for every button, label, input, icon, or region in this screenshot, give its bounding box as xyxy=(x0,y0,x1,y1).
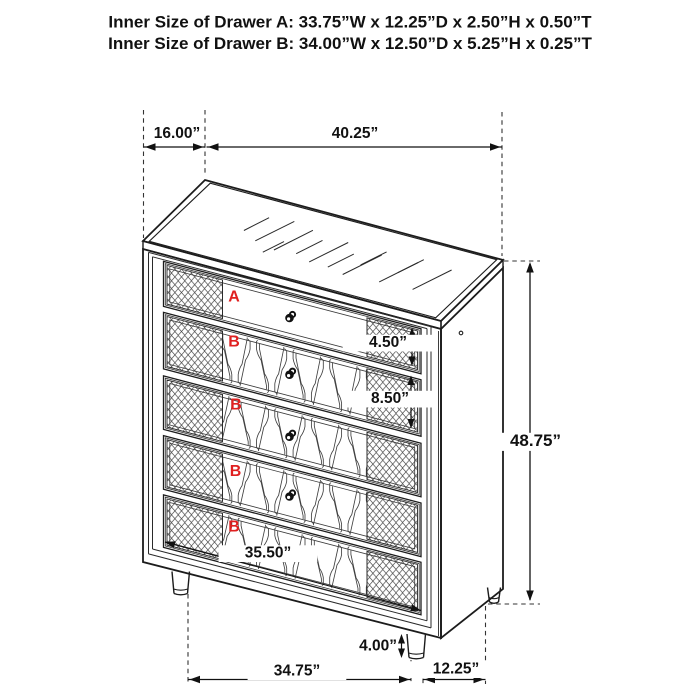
svg-text:A: A xyxy=(228,289,240,306)
svg-text:48.75”: 48.75” xyxy=(510,431,561,450)
svg-text:Inner Size of Drawer B: 34.00”: Inner Size of Drawer B: 34.00”W x 12.50”… xyxy=(108,34,592,53)
svg-text:8.50”: 8.50” xyxy=(371,390,409,407)
svg-text:4.50”: 4.50” xyxy=(369,334,407,351)
svg-text:B: B xyxy=(228,334,240,351)
svg-text:35.50”: 35.50” xyxy=(245,545,292,562)
svg-text:40.25”: 40.25” xyxy=(332,125,379,142)
svg-text:4.00”: 4.00” xyxy=(359,638,397,655)
svg-text:B: B xyxy=(230,397,242,414)
svg-text:16.00”: 16.00” xyxy=(154,125,201,142)
svg-text:12.25”: 12.25” xyxy=(433,661,480,678)
svg-text:B: B xyxy=(230,463,242,480)
svg-text:B: B xyxy=(228,519,240,536)
svg-text:34.75”: 34.75” xyxy=(274,663,321,680)
svg-text:Inner Size of Drawer A: 33.75”: Inner Size of Drawer A: 33.75”W x 12.25”… xyxy=(108,13,592,32)
